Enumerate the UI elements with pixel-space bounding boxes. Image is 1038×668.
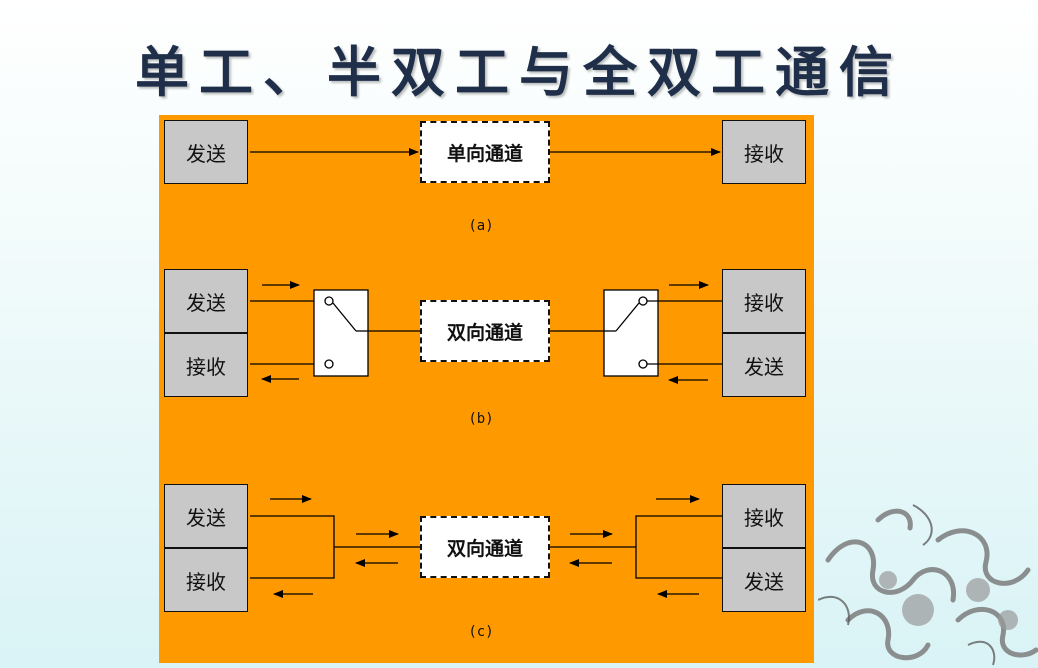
- full-left-receive-box: 接收: [164, 548, 248, 612]
- caption-b: (b): [468, 411, 494, 427]
- diagram-panel: 发送 单向通道 接收 (a) 发送 接收 双向通道 接收 发送 (b) 发送 接…: [159, 115, 814, 663]
- simplex-channel: 单向通道: [420, 121, 550, 183]
- full-right-receive-box: 接收: [722, 484, 806, 548]
- half-right-receive-box: 接收: [722, 269, 806, 333]
- full-right-send-box: 发送: [722, 548, 806, 612]
- caption-c: (c): [468, 624, 494, 640]
- right-switch-icon: [603, 289, 659, 377]
- slide-title: 单工、半双工与全双工通信: [135, 40, 903, 104]
- simplex-send-box: 发送: [164, 120, 248, 184]
- half-left-send-box: 发送: [164, 269, 248, 333]
- dragon-ornament-icon: [818, 504, 1038, 666]
- full-right-bracket: [635, 515, 722, 579]
- full-left-send-box: 发送: [164, 484, 248, 548]
- caption-a: (a): [468, 218, 494, 234]
- half-duplex-channel: 双向通道: [420, 300, 550, 362]
- half-left-receive-box: 接收: [164, 333, 248, 397]
- connector-lines: [250, 148, 722, 598]
- left-switch-icon: [313, 289, 369, 377]
- full-left-bracket: [250, 515, 335, 579]
- full-duplex-channel: 双向通道: [420, 516, 550, 578]
- half-right-send-box: 发送: [722, 333, 806, 397]
- simplex-receive-box: 接收: [722, 120, 806, 184]
